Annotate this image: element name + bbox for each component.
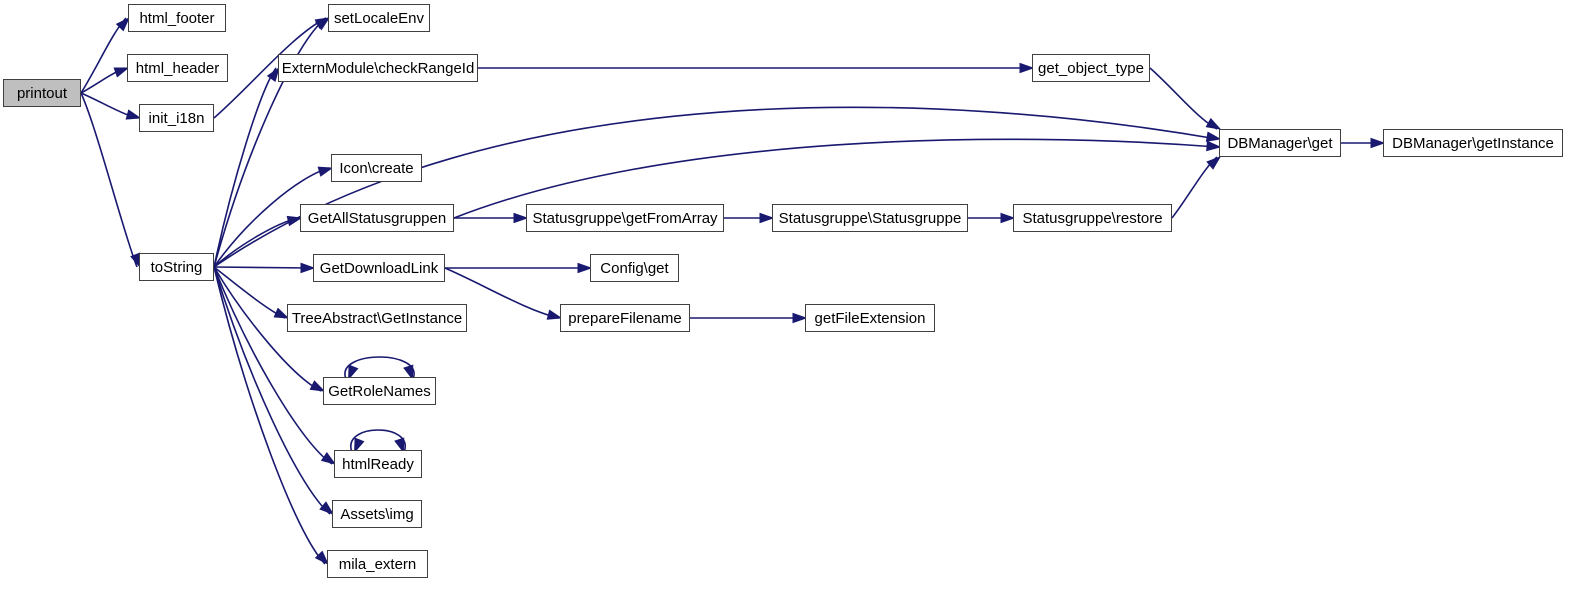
edge-toString-to-DBManagerGet <box>213 106 1218 268</box>
edge-GetRoleNames-to-GetRoleNames <box>344 356 415 379</box>
graph-node-label: GetDownloadLink <box>319 259 439 277</box>
edge-toString-to-GetAllStatusgruppen <box>213 217 299 268</box>
graph-node-label: Statusgruppe\getFromArray <box>532 209 718 227</box>
graph-node-label: init_i18n <box>148 109 205 127</box>
graph-node-mila_extern[interactable]: mila_extern <box>327 550 428 578</box>
graph-node-prepareFilename[interactable]: prepareFilename <box>560 304 690 332</box>
graph-node-assets_img[interactable]: Assets\img <box>332 500 422 528</box>
graph-node-GetDownloadLink[interactable]: GetDownloadLink <box>313 254 445 282</box>
graph-node-getFileExtension[interactable]: getFileExtension <box>805 304 935 332</box>
edge-printout-to-init_i18n <box>80 92 138 119</box>
edge-toString-to-htmlReady-head <box>320 452 337 465</box>
edge-init_i18n-to-setLocaleEnv-head <box>314 17 331 29</box>
graph-node-label: get_object_type <box>1038 59 1144 77</box>
graph-node-printout[interactable]: printout <box>3 79 81 107</box>
edge-printout-to-html_header-head <box>113 67 130 78</box>
graph-node-label: TreeAbstract\GetInstance <box>291 309 463 327</box>
edge-printout-to-toString <box>80 92 138 268</box>
edge-get_object_type-to-DBManagerGet <box>1149 67 1218 130</box>
graph-node-label: DBManager\get <box>1227 134 1333 152</box>
graph-node-getFromArray[interactable]: Statusgruppe\getFromArray <box>526 204 724 232</box>
graph-node-label: prepareFilename <box>568 309 682 327</box>
graph-node-label: htmlReady <box>342 455 414 473</box>
graph-node-get_object_type[interactable]: get_object_type <box>1032 54 1150 82</box>
edge-GetAllStatusgruppen-to-DBManagerGet-head <box>1206 140 1222 152</box>
graph-node-GetAllStatusgruppen[interactable]: GetAllStatusgruppen <box>300 204 454 232</box>
edge-toString-to-checkRangeId <box>213 67 277 268</box>
graph-node-label: mila_extern <box>338 555 417 573</box>
graph-node-label: GetAllStatusgruppen <box>307 209 447 227</box>
graph-node-label: setLocaleEnv <box>333 9 425 27</box>
graph-node-setLocaleEnv[interactable]: setLocaleEnv <box>328 4 430 32</box>
graph-node-label: Statusgruppe\Statusgruppe <box>778 209 962 227</box>
graph-node-label: html_footer <box>139 9 215 27</box>
graph-node-TreeAbstractGetInstance[interactable]: TreeAbstract\GetInstance <box>287 304 467 332</box>
edge-toString-to-DBManagerGet-head <box>1205 131 1222 142</box>
graph-node-label: Statusgruppe\restore <box>1022 209 1163 227</box>
graph-node-label: getFileExtension <box>814 309 926 327</box>
edge-toString-to-GetAllStatusgruppen-head <box>286 215 303 227</box>
graph-node-label: printout <box>16 84 68 102</box>
graph-node-toString[interactable]: toString <box>139 253 214 281</box>
graph-node-init_i18n[interactable]: init_i18n <box>139 104 214 132</box>
edge-GetDownloadLink-to-prepareFilename-head <box>546 309 563 320</box>
edge-toString-to-icon_create-head <box>317 166 334 177</box>
graph-node-label: ExternModule\checkRangeId <box>281 59 475 77</box>
edge-printout-to-init_i18n-head <box>125 109 142 120</box>
graph-node-html_footer[interactable]: html_footer <box>128 4 226 32</box>
graph-node-label: Icon\create <box>339 159 414 177</box>
graph-node-DBManagerGet[interactable]: DBManager\get <box>1219 129 1341 157</box>
edge-toString-to-htmlReady <box>213 266 333 465</box>
graph-node-statusgruppe_ctor[interactable]: Statusgruppe\Statusgruppe <box>772 204 968 232</box>
edge-toString-to-GetDownloadLink <box>213 266 312 269</box>
edge-toString-to-TreeAbstractGetInstance-head <box>273 307 290 319</box>
edge-statusgruppe_restore-to-DBManagerGet-head <box>1206 156 1222 170</box>
edge-printout-to-html_header <box>80 67 126 94</box>
graph-node-label: Assets\img <box>340 505 414 523</box>
edge-toString-to-TreeAbstractGetInstance <box>213 266 286 319</box>
edge-htmlReady-to-htmlReady <box>350 429 406 452</box>
graph-node-statusgruppe_restore[interactable]: Statusgruppe\restore <box>1013 204 1172 232</box>
edge-printout-to-html_footer <box>80 17 127 94</box>
edge-statusgruppe_restore-to-DBManagerGet <box>1171 156 1218 219</box>
graph-node-label: DBManager\getInstance <box>1392 134 1554 152</box>
graph-node-label: GetRoleNames <box>328 382 431 400</box>
graph-node-icon_create[interactable]: Icon\create <box>331 154 422 182</box>
graph-node-checkRangeId[interactable]: ExternModule\checkRangeId <box>278 54 478 82</box>
graph-node-config_get[interactable]: Config\get <box>590 254 679 282</box>
edge-toString-to-GetRoleNames-head <box>309 380 326 392</box>
graph-node-DBManagerGetInstance[interactable]: DBManager\getInstance <box>1383 129 1563 157</box>
graph-node-label: Config\get <box>600 259 669 277</box>
graph-node-label: toString <box>150 258 203 276</box>
edge-get_object_type-to-DBManagerGet-head <box>1205 117 1222 130</box>
graph-node-htmlReady[interactable]: htmlReady <box>334 450 422 478</box>
graph-node-label: html_header <box>135 59 220 77</box>
graph-node-html_header[interactable]: html_header <box>127 54 228 82</box>
graph-node-GetRoleNames[interactable]: GetRoleNames <box>323 377 436 405</box>
